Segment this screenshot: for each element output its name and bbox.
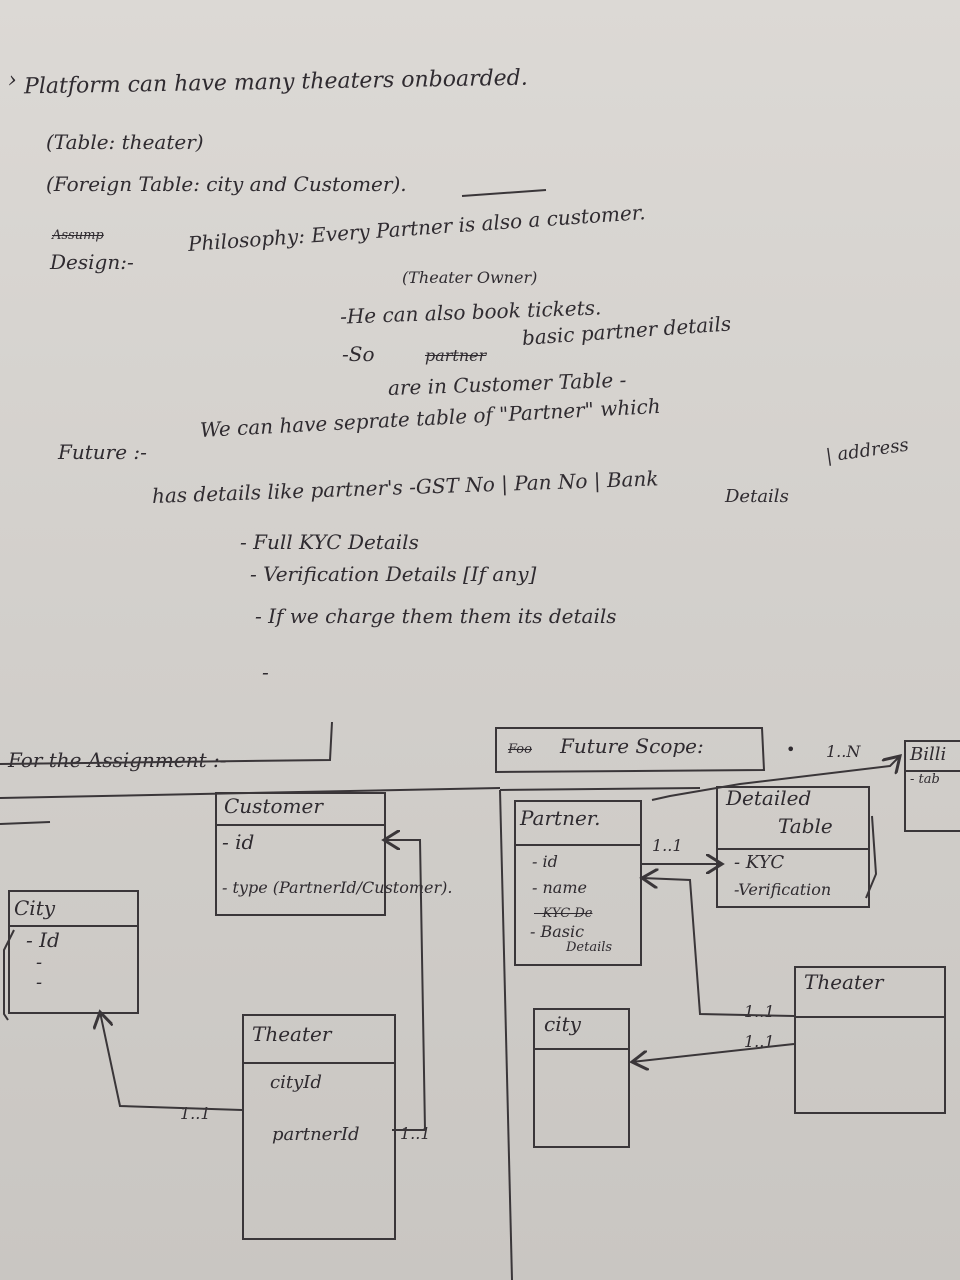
partner-field-id: - id bbox=[532, 852, 558, 871]
link-theater-city-future bbox=[632, 1043, 795, 1062]
future-label: Future :- bbox=[58, 440, 147, 464]
card-billing: 1..N bbox=[826, 742, 861, 761]
card-partner-customer: 1..1 bbox=[400, 1124, 431, 1143]
future-rule bbox=[499, 787, 701, 791]
theater-field-cityid: cityId bbox=[270, 1072, 322, 1093]
bullet-2-struck: partner bbox=[425, 346, 487, 365]
future-heading-struck: Foo bbox=[508, 742, 532, 757]
assignment-heading: For the Assignment :- bbox=[8, 748, 227, 772]
city-table bbox=[8, 890, 139, 1014]
link-theater-customer bbox=[384, 840, 427, 1131]
theater-table bbox=[242, 1014, 396, 1240]
kyc-bullet: - Full KYC Details bbox=[240, 530, 419, 554]
billing-sub: - tab bbox=[910, 772, 940, 787]
detailed-title-2: Table bbox=[778, 814, 833, 838]
future-city-table bbox=[533, 1008, 630, 1148]
customer-field-type: - type (PartnerId/Customer). bbox=[222, 878, 453, 897]
design-label: Design:- bbox=[50, 250, 134, 274]
customer-title: Customer bbox=[224, 794, 323, 818]
theater-field-partnerid: partnerId bbox=[272, 1124, 360, 1145]
city-divider bbox=[8, 925, 137, 927]
partner-field-struck: - KYC De bbox=[534, 906, 593, 921]
heading-dot: • bbox=[786, 740, 796, 759]
customer-table bbox=[215, 792, 386, 916]
bullet-2-prefix: -So bbox=[342, 342, 375, 366]
struck-word: Assump bbox=[52, 228, 104, 243]
bullet-arrow: › bbox=[8, 68, 17, 93]
billing-table bbox=[904, 740, 960, 832]
dash-mark: - bbox=[262, 660, 269, 684]
city-left-bracket bbox=[3, 929, 15, 1021]
note-line-2: (Table: theater) bbox=[46, 130, 204, 154]
frame-rule-top bbox=[0, 787, 501, 799]
detailed-field-verification: -Verification bbox=[734, 880, 832, 899]
charge-bullet: - If we charge them them its details bbox=[255, 604, 617, 628]
design-sub: (Theater Owner) bbox=[402, 268, 538, 287]
city-title: City bbox=[14, 896, 56, 920]
partner-field-details: Details bbox=[566, 940, 613, 955]
partner-field-name: - name bbox=[532, 878, 587, 897]
frame-rule-left bbox=[0, 821, 51, 825]
future-heading: Future Scope: bbox=[560, 734, 704, 758]
detailed-field-kyc: - KYC bbox=[734, 852, 785, 873]
bank-details: Details bbox=[725, 486, 789, 507]
theater-title: Theater bbox=[252, 1022, 332, 1046]
partner-divider bbox=[514, 844, 640, 846]
link-theater-partner bbox=[642, 878, 795, 1017]
city-field-2: - bbox=[36, 952, 43, 973]
future-city-title: city bbox=[544, 1012, 581, 1036]
future-city-divider bbox=[533, 1048, 628, 1050]
section-divider bbox=[499, 789, 513, 1280]
city-field-id: - Id bbox=[26, 928, 60, 952]
city-field-3: - bbox=[36, 972, 43, 993]
note-line-3: (Foreign Table: city and Customer). bbox=[46, 172, 407, 196]
design-underline bbox=[461, 189, 547, 197]
partner-field-basic: - Basic bbox=[530, 922, 585, 941]
detailed-divider bbox=[716, 848, 868, 850]
link-detailed-close bbox=[865, 815, 878, 899]
future-theater-title: Theater bbox=[804, 970, 884, 994]
detailed-table bbox=[716, 786, 870, 908]
billing-divider bbox=[904, 770, 960, 772]
theater-divider bbox=[242, 1062, 394, 1064]
link-theater-city bbox=[100, 1012, 243, 1111]
card-detail: 1..1 bbox=[652, 836, 683, 855]
link-partner-billing bbox=[651, 756, 900, 801]
customer-divider bbox=[215, 824, 384, 826]
partner-title: Partner. bbox=[520, 806, 601, 830]
assignment-heading-box bbox=[0, 721, 333, 765]
future-theater-table bbox=[794, 966, 946, 1114]
detailed-title-1: Detailed bbox=[726, 786, 812, 810]
future-theater-divider bbox=[794, 1016, 944, 1018]
future-heading-box bbox=[495, 727, 766, 774]
verification-bullet: - Verification Details [If any] bbox=[250, 562, 537, 586]
billing-title: Billi bbox=[910, 744, 947, 765]
customer-field-id: - id bbox=[222, 830, 255, 854]
